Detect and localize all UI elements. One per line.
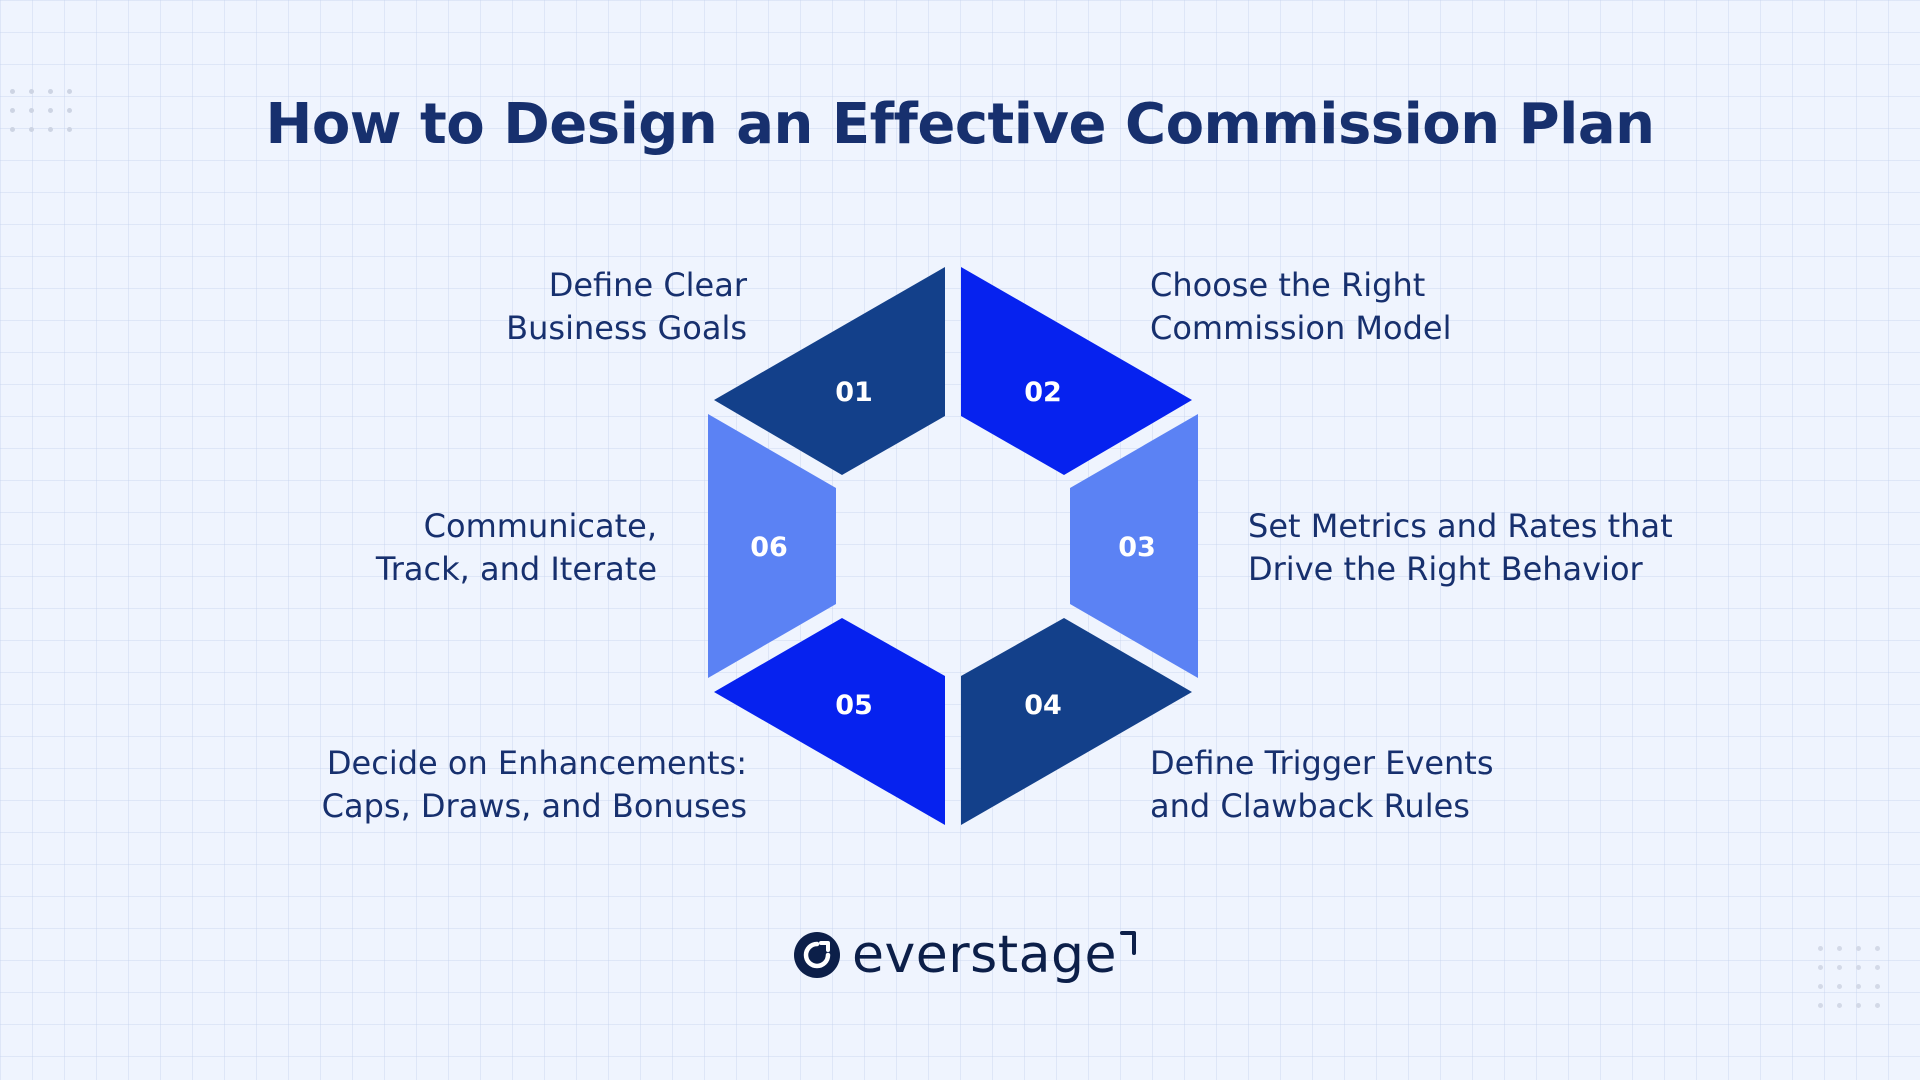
step-number-06: 06 — [750, 532, 788, 563]
hex-segment-05 — [714, 618, 945, 825]
step-label-06-line-2: Track, and Iterate — [375, 550, 657, 588]
hex-segment-04 — [961, 618, 1192, 825]
step-label-02-line-1: Choose the Right — [1150, 266, 1426, 304]
step-label-02: Choose the Right Commission Model — [1150, 264, 1452, 350]
step-number-01: 01 — [835, 377, 873, 408]
step-label-01: Define Clear Business Goals — [506, 264, 747, 350]
step-label-04-line-2: and Clawback Rules — [1150, 787, 1470, 825]
step-label-01-line-1: Define Clear — [548, 266, 747, 304]
step-number-03: 03 — [1118, 532, 1156, 563]
step-label-04-line-1: Define Trigger Events — [1150, 744, 1494, 782]
hex-segment-01 — [714, 267, 945, 475]
hex-segment-06 — [708, 414, 836, 678]
step-label-01-line-2: Business Goals — [506, 309, 747, 347]
step-label-06: Communicate, Track, and Iterate — [376, 505, 657, 591]
step-label-05-line-1: Decide on Enhancements: — [326, 744, 747, 782]
page-title: How to Design an Effective Commission Pl… — [265, 92, 1655, 157]
logo-wordmark: everstage — [852, 925, 1117, 985]
step-number-02: 02 — [1024, 377, 1062, 408]
step-label-03-line-1: Set Metrics and Rates that — [1248, 507, 1673, 545]
everstage-logo: everstage — [794, 925, 1141, 985]
step-label-02-line-2: Commission Model — [1150, 309, 1452, 347]
step-number-04: 04 — [1024, 690, 1062, 721]
hex-segment-03 — [1070, 414, 1198, 678]
everstage-logo-icon — [794, 932, 840, 978]
step-number-05: 05 — [835, 690, 873, 721]
step-label-05-line-2: Caps, Draws, and Bonuses — [321, 787, 747, 825]
step-label-06-line-1: Communicate, — [423, 507, 657, 545]
hex-segment-02 — [961, 267, 1192, 475]
step-label-05: Decide on Enhancements: Caps, Draws, and… — [322, 742, 747, 828]
decorative-dot-grid-bottom-right — [1818, 946, 1881, 1009]
step-label-03-line-2: Drive the Right Behavior — [1248, 550, 1643, 588]
step-label-04: Define Trigger Events and Clawback Rules — [1150, 742, 1494, 828]
logo-hook-icon — [1119, 931, 1136, 955]
decorative-dot-grid-top-left — [10, 89, 73, 133]
step-label-03: Set Metrics and Rates that Drive the Rig… — [1248, 505, 1673, 591]
